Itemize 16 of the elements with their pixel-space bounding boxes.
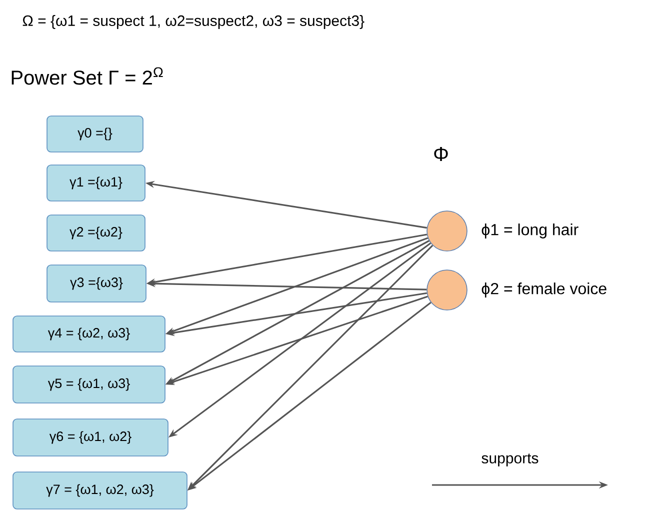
set-box: γ2 ={ω2} xyxy=(46,214,146,252)
legend-label: supports xyxy=(482,454,538,466)
factor-circle xyxy=(426,270,468,310)
set-box: γ1 ={ω1} xyxy=(46,164,146,202)
factor-label: ϕ2 = female voice xyxy=(482,282,606,298)
set-box: γ5 = {ω1, ω3} xyxy=(12,366,166,404)
heading: Φ xyxy=(434,147,448,161)
factor-label: ϕ1 = long hair xyxy=(482,224,578,238)
set-box: γ0 ={} xyxy=(46,116,144,152)
set-box: γ4 = {ω2, ω3} xyxy=(12,316,166,352)
factor-circle xyxy=(426,210,468,252)
set-box: γ7 = {ω1, ω2, ω3} xyxy=(12,472,188,510)
heading: Power Set Γ = 2$^{Ω}$ xyxy=(12,67,163,85)
heading: Ω = {ω1 = suspect 1, ω2=suspect2, ω3 = suspect3} xyxy=(22,15,364,29)
set-box: γ6 = {ω1, ω2} xyxy=(12,418,168,456)
set-box: γ3 ={ω3} xyxy=(46,264,146,302)
